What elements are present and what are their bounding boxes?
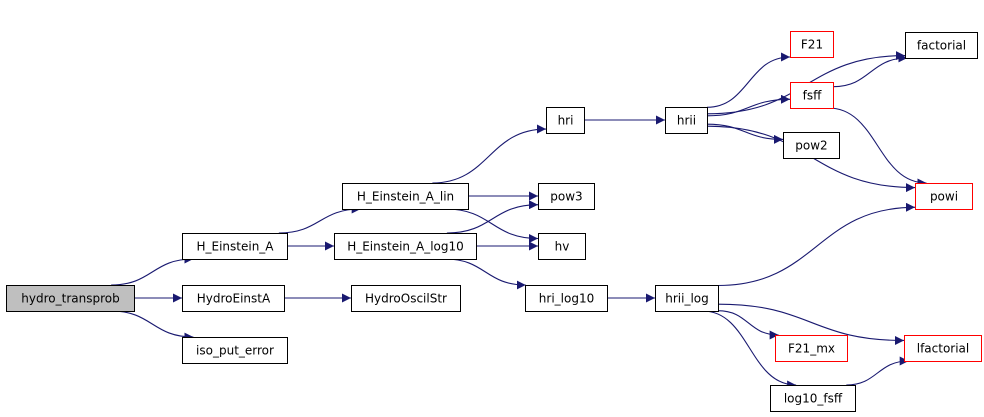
node-powi[interactable]: powi bbox=[915, 183, 973, 210]
node-label-lfactorial: lfactorial bbox=[917, 342, 970, 356]
node-box-log10-fsff[interactable] bbox=[770, 385, 856, 412]
node-label-pow3: pow3 bbox=[550, 190, 582, 204]
node-box-hydro-transprob[interactable] bbox=[6, 285, 135, 312]
node-label-h-einstein-a-lin: H_Einstein_A_lin bbox=[357, 190, 454, 204]
node-hrii-log[interactable]: hrii_log bbox=[655, 285, 719, 312]
node-iso-put-error[interactable]: iso_put_error bbox=[182, 337, 288, 364]
node-label-f21-mx: F21_mx bbox=[788, 342, 835, 356]
node-label-iso-put-error: iso_put_error bbox=[196, 344, 274, 358]
node-hri[interactable]: hri bbox=[546, 107, 585, 134]
node-pow3[interactable]: pow3 bbox=[538, 183, 595, 210]
nodes-layer: hydro_transprob H_Einstein_A HydroEinstA is… bbox=[6, 31, 982, 412]
node-box-factorial[interactable] bbox=[905, 32, 978, 59]
node-box-hrii-log[interactable] bbox=[655, 285, 719, 312]
node-box-powi[interactable] bbox=[915, 183, 973, 210]
node-label-hrii-log: hrii_log bbox=[665, 292, 709, 306]
node-box-f21[interactable] bbox=[790, 31, 834, 58]
node-label-hv: hv bbox=[555, 240, 570, 254]
node-label-fsff: fsff bbox=[803, 89, 822, 103]
node-hri-log10[interactable]: hri_log10 bbox=[525, 285, 608, 312]
node-box-hri-log10[interactable] bbox=[525, 285, 608, 312]
node-factorial[interactable]: factorial bbox=[905, 32, 978, 59]
node-f21-mx[interactable]: F21_mx bbox=[775, 335, 848, 362]
node-label-pow2: pow2 bbox=[795, 139, 827, 153]
node-h-einstein-a-lin[interactable]: H_Einstein_A_lin bbox=[342, 183, 469, 210]
edge-hrii-log-to-log10-fsff bbox=[702, 310, 797, 390]
node-box-hydrooscilstr[interactable] bbox=[351, 285, 461, 312]
node-h-einstein-a[interactable]: H_Einstein_A bbox=[182, 233, 288, 260]
node-label-hrii: hrii bbox=[677, 114, 696, 128]
node-label-factorial: factorial bbox=[917, 39, 966, 53]
node-label-hri: hri bbox=[558, 114, 574, 128]
node-label-hydroeinsta: HydroEinstA bbox=[197, 292, 271, 306]
node-hydroeinsta[interactable]: HydroEinstA bbox=[182, 285, 285, 312]
node-label-f21: F21 bbox=[801, 38, 823, 52]
node-label-hydrooscilstr: HydroOscilStr bbox=[365, 292, 447, 306]
node-log10-fsff[interactable]: log10_fsff bbox=[770, 385, 856, 412]
edge-hydro-transprob-to-iso-put-error bbox=[111, 310, 194, 342]
node-label-hydro-transprob: hydro_transprob bbox=[21, 292, 119, 306]
edge-hrii-log-to-lfactorial bbox=[717, 303, 905, 345]
edge-hrii-log-to-powi bbox=[717, 202, 916, 287]
node-hydro-transprob[interactable]: hydro_transprob bbox=[6, 285, 135, 312]
edge-h-einstein-a-log10-to-hri-log10 bbox=[445, 258, 526, 290]
node-box-h-einstein-a[interactable] bbox=[182, 233, 288, 260]
edge-fsff-to-factorial bbox=[832, 53, 908, 88]
edge-hydro-transprob-to-h-einstein-a bbox=[111, 254, 194, 286]
node-lfactorial[interactable]: lfactorial bbox=[904, 335, 982, 362]
node-label-powi: powi bbox=[930, 190, 958, 204]
node-label-h-einstein-a-log10: H_Einstein_A_log10 bbox=[347, 240, 464, 254]
node-box-hydroeinsta[interactable] bbox=[182, 285, 285, 312]
node-pow2[interactable]: pow2 bbox=[783, 132, 840, 159]
node-box-iso-put-error[interactable] bbox=[182, 337, 288, 364]
edge-hrii-to-pow2 bbox=[706, 123, 784, 144]
node-box-h-einstein-a-lin[interactable] bbox=[342, 183, 469, 210]
node-label-log10-fsff: log10_fsff bbox=[784, 392, 843, 406]
edge-log10-fsff-to-lfactorial bbox=[846, 356, 909, 386]
node-label-hri-log10: hri_log10 bbox=[539, 292, 594, 306]
node-box-pow3[interactable] bbox=[538, 183, 595, 210]
node-box-fsff[interactable] bbox=[790, 82, 834, 109]
node-box-pow2[interactable] bbox=[783, 132, 840, 159]
node-h-einstein-a-log10[interactable]: H_Einstein_A_log10 bbox=[334, 233, 477, 260]
node-fsff[interactable]: fsff bbox=[790, 82, 834, 109]
node-box-lfactorial[interactable] bbox=[904, 335, 982, 362]
edge-h-einstein-a-log10-to-pow3 bbox=[446, 200, 539, 234]
edge-hrii-log-to-f21-mx bbox=[717, 310, 779, 340]
edge-hrii-to-fsff bbox=[706, 94, 791, 117]
node-box-h-einstein-a-log10[interactable] bbox=[334, 233, 477, 260]
edge-h-einstein-a-to-h-einstein-a-lin bbox=[278, 204, 361, 234]
edge-fsff-to-powi bbox=[828, 107, 927, 188]
node-hrii[interactable]: hrii bbox=[665, 107, 708, 134]
node-box-f21-mx[interactable] bbox=[775, 335, 848, 362]
node-box-hri[interactable] bbox=[546, 107, 585, 134]
node-f21[interactable]: F21 bbox=[790, 31, 834, 58]
node-box-hrii[interactable] bbox=[665, 107, 708, 134]
edge-h-einstein-a-lin-to-hv bbox=[445, 208, 539, 243]
node-box-hv[interactable] bbox=[538, 233, 586, 260]
node-label-h-einstein-a: H_Einstein_A bbox=[196, 240, 274, 254]
node-hydrooscilstr[interactable]: HydroOscilStr bbox=[351, 285, 461, 312]
edge-hrii-to-f21 bbox=[706, 52, 791, 108]
node-hv[interactable]: hv bbox=[538, 233, 586, 260]
edge-h-einstein-a-lin-to-hri bbox=[432, 124, 547, 184]
